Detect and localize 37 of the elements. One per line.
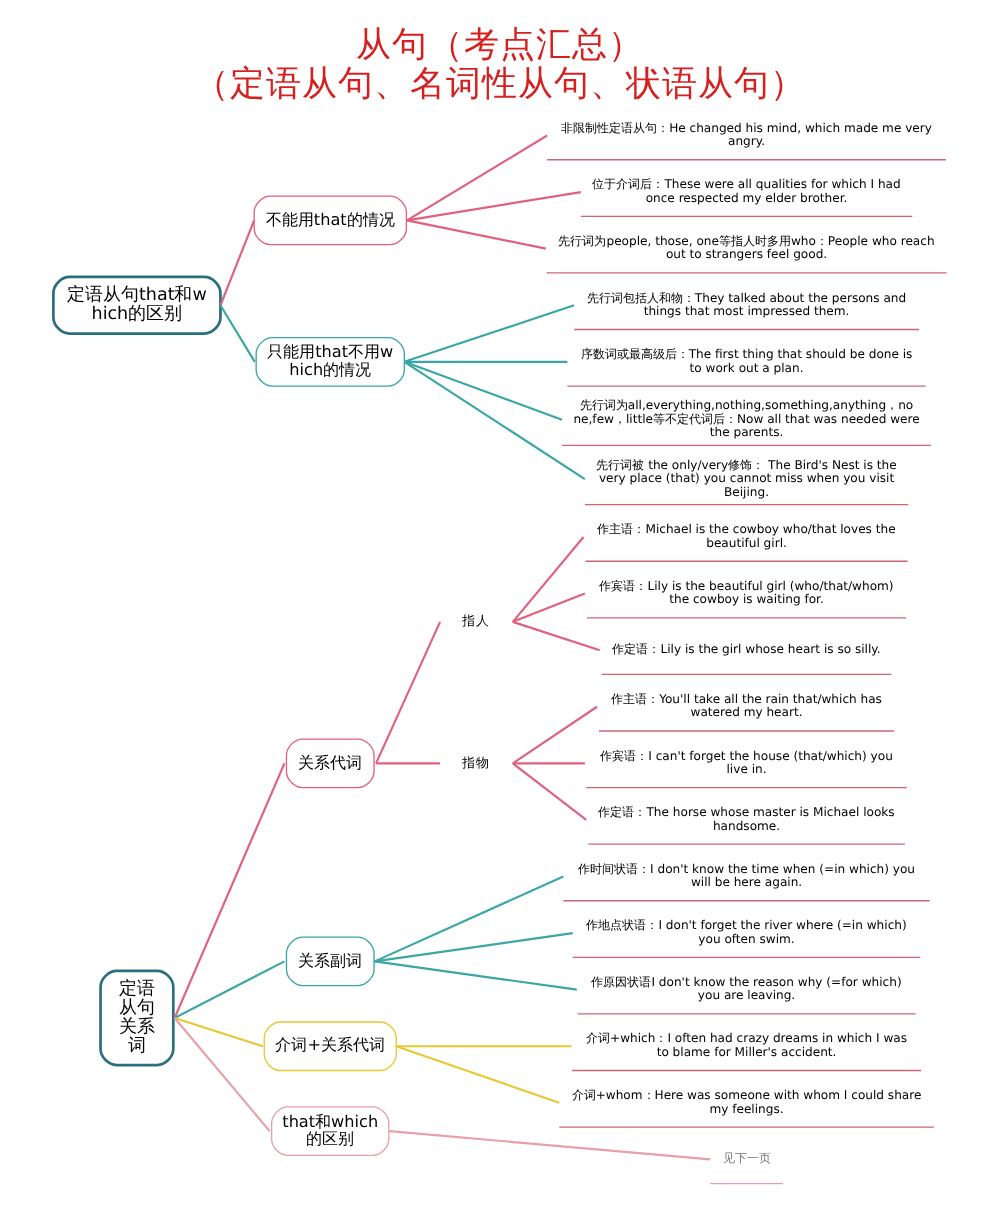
- node-box: 定语从句that和which的区别: [52, 275, 222, 335]
- connector: [406, 191, 581, 222]
- connector: [512, 592, 586, 623]
- node-box: 只能用that不用which的情况: [255, 336, 406, 387]
- connector: [403, 360, 563, 421]
- connector: [512, 762, 587, 821]
- connector: [374, 932, 573, 963]
- connector: [512, 705, 598, 765]
- connector: [219, 304, 256, 363]
- connector: [389, 1130, 711, 1161]
- connector: [406, 219, 547, 250]
- connector: [511, 536, 585, 623]
- node-box: 介词+关系代词: [263, 1021, 397, 1072]
- connector: [406, 134, 548, 222]
- connector: [512, 620, 601, 652]
- node-box: 关系副词: [285, 936, 375, 987]
- caption: （定语从句、名词性从句、状语从句）: [194, 64, 806, 105]
- connector: [404, 304, 575, 363]
- connector: [376, 762, 441, 765]
- connector: [173, 762, 286, 1019]
- connector: [375, 621, 442, 764]
- connector: [404, 360, 568, 363]
- node-box: that和which的区别: [270, 1106, 390, 1157]
- connector: [374, 960, 577, 991]
- node-box: 定语从句关系词: [99, 969, 175, 1067]
- connector: [173, 1017, 271, 1132]
- connector: [395, 1045, 560, 1104]
- diagram-title: 从句（考点汇总）: [356, 25, 644, 66]
- connector: [396, 1045, 572, 1048]
- connector: [512, 762, 585, 765]
- node-box: 不能用that的情况: [253, 195, 408, 246]
- connector: [403, 360, 586, 480]
- connector: [219, 220, 256, 306]
- connector: [374, 875, 564, 963]
- connector: [174, 960, 285, 1019]
- node-box: 关系代词: [285, 738, 375, 789]
- connector: [174, 1016, 264, 1048]
